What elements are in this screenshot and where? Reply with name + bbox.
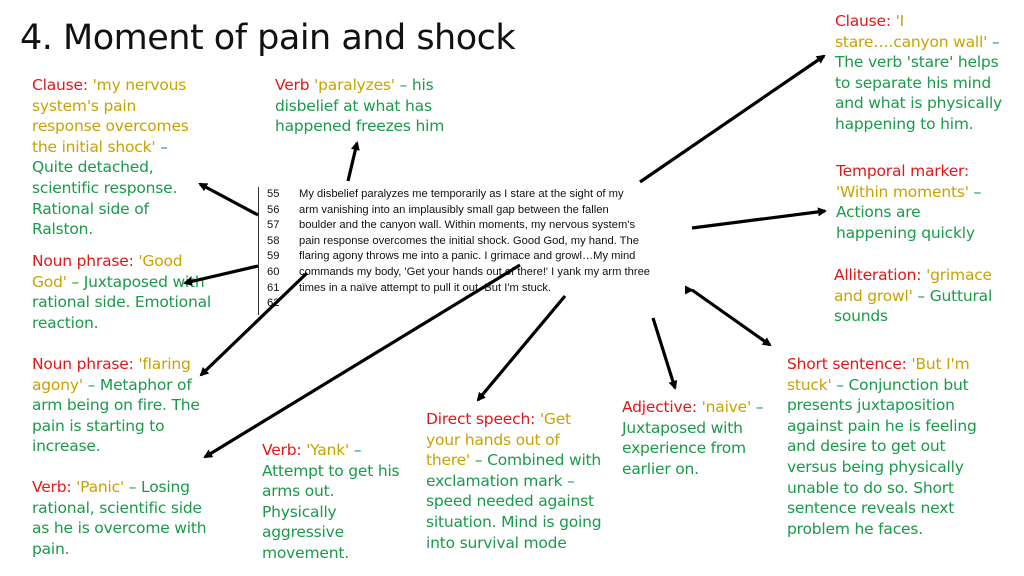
annotation-noun-good-god: Noun phrase: 'Good God' – Juxtaposed wit… [32, 251, 212, 333]
arrow-to-noun-good-god [183, 264, 259, 286]
annotation-note: – Conjunction but presents juxtaposition… [787, 375, 977, 538]
annotation-note: – Juxtaposed with experience from earlie… [622, 398, 764, 478]
annotation-note: – Actions are happening quickly [836, 182, 982, 242]
annotation-label: Short sentence: [787, 355, 907, 373]
passage-line: 62 [259, 296, 689, 312]
annotation-label: Verb [275, 76, 310, 94]
line-text: My disbelief paralyzes me temporarily as… [299, 188, 624, 200]
annotation-label: Verb: [32, 478, 72, 496]
annotation-verb-panic: Verb: 'Panic' – Losing rational, scienti… [32, 477, 212, 559]
annotation-short-sentence: Short sentence: 'But I'm stuck' – Conjun… [787, 354, 977, 539]
line-text: boulder and the canyon wall. Within mome… [299, 219, 636, 232]
annotation-note: – Juxtaposed with rational side. Emotion… [32, 272, 211, 332]
line-number: 55 [267, 188, 280, 200]
annotation-label: Clause: [32, 76, 88, 94]
annotation-label: Noun phrase: [32, 355, 134, 373]
annotation-label: Noun phrase: [32, 252, 134, 270]
annotation-quote: 'grimace and growl' [834, 266, 992, 305]
annotation-label: Adjective: [622, 398, 697, 416]
passage-line: 57 boulder and the canyon wall. Within mo… [259, 218, 689, 234]
passage-line: 58 pain response overcomes the initial sh… [259, 234, 689, 250]
annotation-label: Direct speech: [426, 410, 536, 428]
arrow-to-short-sentence [691, 288, 772, 347]
annotation-alliteration: Alliteration: 'grimace and growl' – Gutt… [834, 265, 1004, 327]
annotation-quote: 'Yank' [306, 441, 350, 459]
text-passage: 55 My disbelief paralyzes me temporarily … [258, 187, 689, 315]
arrow-to-verb-yank [203, 263, 521, 459]
annotation-quote: 'Within moments' [836, 182, 969, 201]
annotation-quote: 'my nervous system's pain response overc… [32, 76, 189, 156]
annotation-quote: 'Get your hands out of there' [426, 410, 571, 470]
page-title: 4. Moment of pain and shock [20, 18, 516, 58]
arrow-to-adjective [651, 317, 678, 390]
arrow-to-clause-nervous [198, 182, 259, 217]
annotation-adjective-naive: Adjective: 'naive' – Juxtaposed with exp… [622, 397, 772, 479]
annotation-note: – Metaphor of arm being on fire. The pai… [32, 375, 200, 456]
annotation-note: – Combined with exclamation mark – speed… [426, 451, 602, 552]
annotation-label: Verb: [262, 441, 302, 459]
arrow-to-direct-speech [476, 294, 567, 402]
annotation-clause-nervous-system: Clause: 'my nervous system's pain respon… [32, 75, 200, 240]
annotation-label: Temporal marker: [836, 162, 969, 180]
annotation-quote: 'paralyzes' [314, 76, 395, 94]
annotation-quote: 'I stare….canyon wall' [835, 12, 988, 51]
passage-line: 59 flaring agony throws me into a panic. … [259, 249, 689, 265]
annotation-quote: 'Panic' [76, 478, 125, 496]
annotation-note: – Quite detached, scientific response. R… [32, 137, 178, 239]
passage-line: 60 commands my body, 'Get your hands out … [259, 265, 689, 281]
annotation-quote: 'flaring agony' [32, 355, 191, 394]
arrow-to-temporal [691, 207, 827, 230]
annotation-label: Clause: [835, 12, 891, 30]
line-number: 60 [267, 265, 280, 278]
arrow-to-verb-paralyzes [346, 141, 360, 182]
annotation-temporal-marker: Temporal marker: 'Within moments' – Acti… [836, 161, 996, 243]
passage-line: 56 arm vanishing into an implausibly smal… [259, 203, 689, 219]
annotation-note: – Attempt to get his arms out. Physicall… [262, 441, 400, 562]
line-number: 57 [267, 219, 280, 232]
passage-line: 55 My disbelief paralyzes me temporarily … [259, 187, 689, 203]
line-text: arm vanishing into an implausibly small … [299, 203, 609, 216]
annotation-quote: 'naive' [701, 398, 752, 416]
annotation-note: – his disbelief at what has happened fre… [275, 76, 445, 136]
annotation-verb-yank: Verb: 'Yank' – Attempt to get his arms o… [262, 440, 402, 564]
line-text: pain response overcomes the initial shoc… [299, 234, 639, 247]
line-number: 61 [267, 281, 280, 294]
annotation-quote: 'Good God' [32, 252, 183, 291]
annotation-noun-flaring-agony: Noun phrase: 'flaring agony' – Metaphor … [32, 354, 204, 457]
annotation-label: Alliteration: [834, 266, 922, 284]
annotation-direct-speech: Direct speech: 'Get your hands out of th… [426, 409, 606, 553]
annotation-note: – Guttural sounds [834, 286, 993, 326]
line-number: 59 [267, 250, 280, 263]
arrow-to-noun-flaring [199, 271, 309, 377]
line-text: commands my body, 'Get your hands out of… [299, 265, 651, 278]
line-number: 58 [267, 234, 280, 247]
annotation-verb-paralyzes: Verb 'paralyzes' – his disbelief at what… [275, 75, 455, 137]
line-number: 56 [267, 203, 280, 216]
annotation-clause-stare: Clause: 'I stare….canyon wall' – The ver… [835, 11, 1010, 135]
annotation-note: – Losing rational, scientific side as he… [32, 478, 207, 558]
line-text: flaring agony throws me into a panic. I … [299, 250, 636, 263]
arrow-to-clause-stare [639, 54, 826, 184]
annotation-quote: 'But I'm stuck' [787, 355, 970, 394]
line-number: 62 [267, 297, 280, 310]
annotation-note: – The verb 'stare' helps to separate his… [835, 32, 1003, 133]
